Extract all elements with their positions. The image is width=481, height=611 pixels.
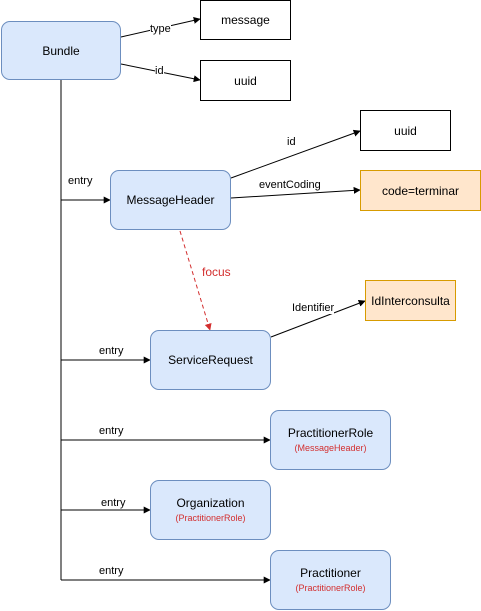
node-bundle-uuid: uuid (200, 60, 291, 101)
node-organization-label: Organization (176, 496, 245, 510)
edge-label-entry-2: entry (99, 345, 124, 357)
node-practitioner-sub: (PractitionerRole) (295, 583, 366, 593)
node-service-request: ServiceRequest (150, 330, 271, 390)
node-message-type: message (200, 0, 291, 40)
node-organization-sub: (PractitionerRole) (175, 513, 246, 523)
node-code-terminar: code=terminar (360, 170, 481, 211)
node-code-terminar-label: code=terminar (381, 183, 460, 198)
node-organization: Organization (PractitionerRole) (150, 480, 271, 540)
edge-label-type: type (150, 23, 171, 35)
edge-focus (179, 230, 212, 331)
edge-label-entry-1: entry (68, 175, 93, 187)
node-header-uuid-label: uuid (394, 123, 417, 138)
edge-label-focus: focus (202, 265, 231, 279)
node-practitioner-label: Practitioner (300, 566, 361, 580)
node-bundle: Bundle (1, 21, 121, 80)
edge-request-identifier (270, 299, 366, 338)
node-practitioner: Practitioner (PractitionerRole) (270, 550, 391, 610)
node-message-header-label: MessageHeader (126, 193, 215, 207)
edge-label-entry-5: entry (99, 565, 124, 577)
node-practitioner-role-sub: (MessageHeader) (294, 443, 367, 453)
edge-label-identifier: Identifier (292, 302, 335, 314)
edge-header-event (230, 186, 361, 199)
node-id-interconsulta: IdInterconsulta (365, 280, 456, 321)
edge-header-id (230, 129, 361, 179)
node-practitioner-role-label: PractitionerRole (287, 426, 374, 440)
node-service-request-label: ServiceRequest (168, 353, 253, 367)
node-message-header: MessageHeader (110, 170, 231, 230)
node-practitioner-role: PractitionerRole (MessageHeader) (270, 410, 391, 470)
node-message-type-label: message (221, 13, 270, 27)
node-header-uuid: uuid (360, 110, 451, 151)
node-bundle-label: Bundle (42, 43, 80, 58)
node-bundle-uuid-label: uuid (234, 73, 257, 88)
edge-label-event-coding: eventCoding (259, 179, 321, 191)
edge-label-bundle-id: id (155, 65, 164, 77)
edge-label-entry-3: entry (99, 425, 124, 437)
edge-label-entry-4: entry (101, 497, 126, 509)
edge-label-header-id: id (287, 136, 296, 148)
node-id-interconsulta-label: IdInterconsulta (371, 293, 450, 308)
